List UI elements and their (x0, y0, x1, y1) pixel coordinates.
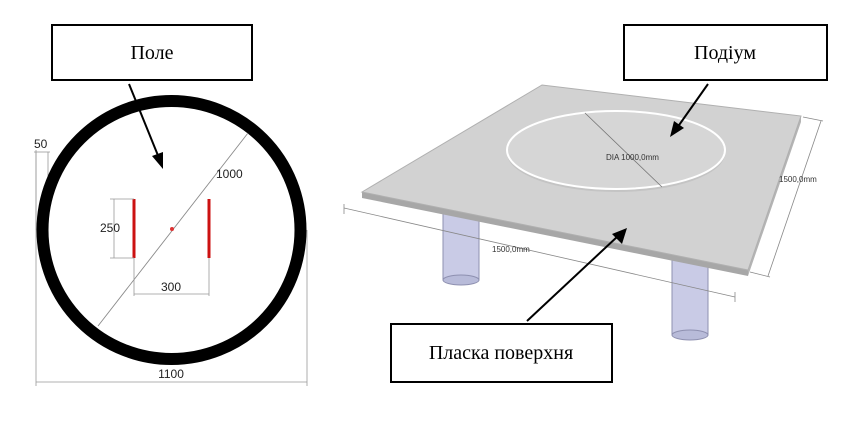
surface-callout-label: Пласка поверхня (429, 342, 573, 364)
surface-callout-arrow (526, 235, 619, 322)
plate-width-dimension-line (343, 207, 736, 298)
plate-depth-label: 1500,0mm (779, 175, 817, 184)
podium-callout-arrowhead (670, 121, 684, 137)
field-callout-box (51, 24, 253, 81)
plate-depth-dimension-line (767, 120, 822, 277)
podium-diameter-label: DIA 1000,0mm (606, 153, 659, 162)
ring-width-label: 50 (34, 137, 48, 151)
podium-3d-view: DIA 1000,0mm 1500,0mm 1500,0mm Подіум Пл… (343, 24, 828, 383)
plate-width-label: 1500,0mm (492, 245, 530, 254)
podium-disc-top (506, 110, 726, 190)
field-center-dot (170, 227, 174, 231)
podium-callout-label: Подіум (694, 42, 756, 64)
podium-callout-arrow (676, 83, 709, 129)
field-callout-arrow (128, 83, 160, 159)
surface-callout-box (390, 323, 613, 383)
plate-edge (362, 192, 748, 276)
plate-depth-ext-a (749, 271, 771, 278)
surface-callout-arrowhead (612, 228, 627, 244)
field-callout-arrowhead (152, 152, 163, 169)
plate-depth-ext-b (802, 116, 824, 122)
front-leg (671, 254, 709, 341)
field-callout-label: Поле (130, 42, 173, 64)
podium-diameter-line (584, 112, 663, 188)
bar-length-label: 250 (100, 221, 120, 235)
field-ring (36, 95, 307, 365)
outer-diameter-label: 1100 (158, 367, 184, 381)
field-top-view: 1100 50 1000 250 300 Поле (34, 24, 308, 386)
podium-callout-box (623, 24, 828, 81)
bar-spacing-label: 300 (161, 280, 181, 294)
inner-diameter-label: 1000 (216, 167, 243, 181)
